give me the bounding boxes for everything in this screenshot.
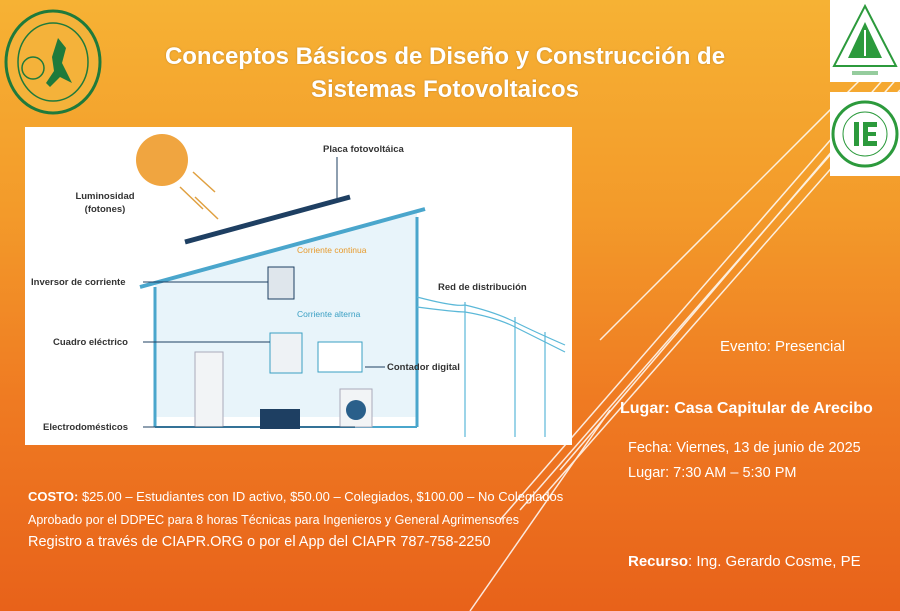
agrimensores-logo [830, 0, 900, 82]
page-title: Conceptos Básicos de Diseño y Construcci… [120, 40, 770, 106]
evento: Evento: Presencial [720, 338, 846, 355]
label-inversor: Inversor de corriente [31, 277, 126, 288]
label-contador: Contador digital [387, 362, 460, 373]
costo: COSTO: $25.00 – Estudiantes con ID activ… [28, 489, 563, 504]
label-red: Red de distribución [438, 282, 527, 293]
title-line-2: Sistemas Fotovoltaicos [310, 76, 580, 103]
lugar: Lugar: Casa Capitular de Arecibo [620, 400, 873, 417]
recurso-text: : Ing. Gerardo Cosme, PE [688, 553, 861, 570]
aprobado: Aprobado por el DDPEC para 8 horas Técni… [28, 513, 520, 527]
photovoltaic-diagram: Placa fotovoltáica Luminosidad (fotones)… [25, 127, 572, 445]
recurso: Recurso: Ing. Gerardo Cosme, PE [628, 553, 861, 570]
label-luminosidad: Luminosidad [75, 191, 134, 202]
label-electrodomesticos: Electrodomésticos [43, 422, 128, 433]
label-corriente-continua: Corriente continua [297, 245, 367, 255]
costo-text: $25.00 – Estudiantes con ID activo, $50.… [78, 489, 564, 504]
registro: Registro a través de CIAPR.ORG o por el … [28, 534, 491, 550]
hora: Lugar: 7:30 AM – 5:30 PM [628, 465, 797, 481]
label-corriente-alterna: Corriente alterna [297, 309, 361, 319]
recurso-label: Recurso [628, 553, 689, 570]
costo-label: COSTO: [28, 489, 79, 504]
ciapr-seal-logo [4, 9, 102, 115]
iie-logo [830, 92, 900, 176]
fecha: Fecha: Viernes, 13 de junio de 2025 [628, 440, 861, 456]
label-fotones: (fotones) [85, 204, 126, 215]
label-placa: Placa fotovoltáica [323, 144, 404, 155]
title-line-1: Conceptos Básicos de Diseño y Construcci… [164, 43, 726, 70]
label-cuadro: Cuadro eléctrico [53, 337, 128, 348]
